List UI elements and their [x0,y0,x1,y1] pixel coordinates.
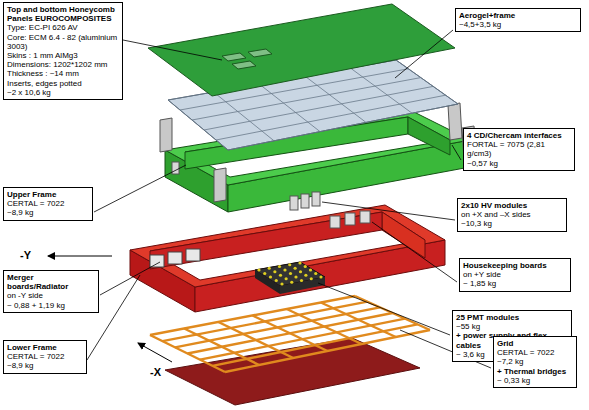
callout-text: ~0,57 kg [467,159,571,168]
callout-box: 4 CD/Chercam interfacesFORTAL = 7075 (2,… [463,128,575,171]
callout-box: Upper FrameCERTAL = 7022~8,9 kg [3,187,93,221]
callout-text: Grid [497,339,573,348]
callout-text: + Thermal bridges [497,367,573,376]
callout-text: ~55 kg [456,322,568,331]
callout-text: ~8,9 kg [7,361,83,370]
callout-text: ~7,2 kg [497,357,573,366]
callout-text: Lower Frame [7,343,83,352]
callout-text: FORTAL = 7075 (2,81 g/cm3) [467,140,571,158]
housekeeping-boards [330,211,370,228]
callout-text: CERTAL = 7022 [497,348,573,357]
callout-text: ~4,5+3,5 kg [459,20,577,29]
callout-text: on +X and –X sides [461,210,563,219]
bottom-panel [165,338,420,405]
callout-text: Thickness : ~14 mm [7,69,119,78]
callout-text: ~8,9 kg [7,208,89,217]
callout-text: Type: EC-PI 626 AV [7,23,119,32]
callout-text: Core: ECM 6.4 - 82 (aluminium 3003) [7,33,119,51]
callout-text: CERTAL = 7022 [7,199,89,208]
lower-frame [130,205,445,312]
callout-text: Inserts, edges potted [7,79,119,88]
hv-modules [172,162,320,210]
callout-text: ~10,3 kg [461,219,563,228]
callout-text: Top and bottom Honeycomb Panels EUROCOMP… [7,5,119,23]
callout-text: ~ 0,33 kg [497,376,573,385]
callout-text: 4 CD/Chercam interfaces [467,131,571,140]
callout-text: Housekeeping boards [463,261,567,270]
callout-text: Merger boards/Radiator [7,273,95,291]
callout-text: ~ 1,85 kg [463,279,567,288]
callout-text: on -Y side [7,291,95,300]
callout-text: on +Y side [463,270,567,279]
merger-boards [150,249,200,267]
callout-text: ~ 0,88 + 1,19 kg [7,301,95,310]
callout-text: CERTAL = 7022 [7,352,83,361]
callout-box: 2x10 HV moduleson +X and –X sides~10,3 k… [457,198,567,232]
axis-label: -Y [20,249,31,261]
callout-text: Dimensions: 1202*1202 mm [7,60,119,69]
callout-text: Aerogel+frame [459,11,577,20]
callout-text: Skins : 1 mm AlMg3 [7,51,119,60]
callout-box: Aerogel+frame~4,5+3,5 kg [455,8,581,32]
panel-windows [222,49,272,69]
axis-arrow [138,343,172,362]
callout-text: 2x10 HV modules [461,201,563,210]
axis-arrow [48,256,112,257]
callout-text: ~2 x 10,6 kg [7,88,119,97]
top-panel [148,4,455,96]
callout-box: Housekeeping boardson +Y side~ 1,85 kg [459,258,571,292]
callout-box: GridCERTAL = 7022~7,2 kg+ Thermal bridge… [493,336,577,388]
leader-lines [87,30,491,368]
callout-box: Merger boards/Radiatoron -Y side~ 0,88 +… [3,270,99,313]
callout-box: Lower FrameCERTAL = 7022~8,9 kg [3,340,87,374]
axis-label: -X [150,366,161,378]
callout-box: Top and bottom Honeycomb Panels EUROCOMP… [3,2,123,100]
pmt-modules [255,261,325,294]
callout-text: Upper Frame [7,190,89,199]
callout-text: 25 PMT modules [456,313,568,322]
